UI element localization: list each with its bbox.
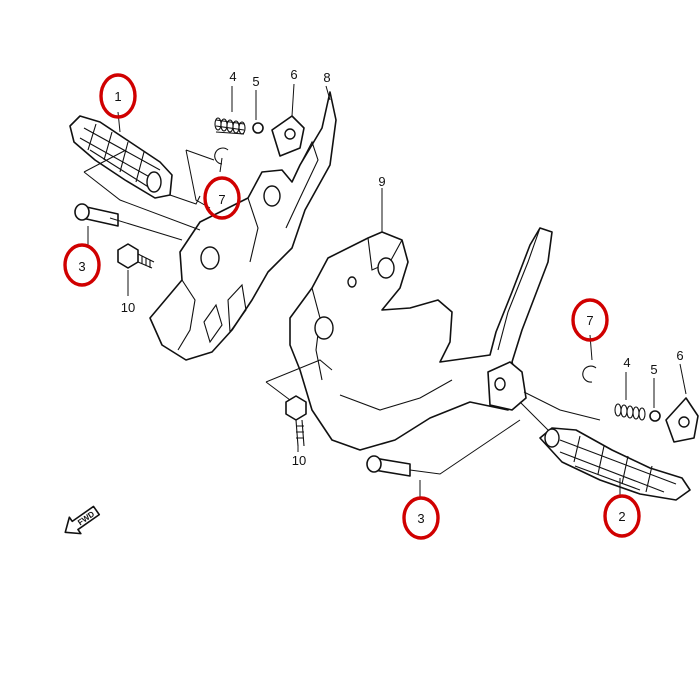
highlight-circle-1 xyxy=(99,73,137,119)
pin-part-3-left xyxy=(74,203,119,227)
fwd-direction-arrow: FWD xyxy=(64,505,101,535)
callout-label-4-right: 4 xyxy=(623,355,630,370)
leader-lines xyxy=(83,83,687,498)
callout-label-6-right: 6 xyxy=(676,348,683,363)
callout-label-4-left: 4 xyxy=(229,69,236,84)
ball-part-5-right xyxy=(649,410,661,422)
callout-label-3-right: 3 xyxy=(417,511,424,526)
right-hardware xyxy=(285,365,699,477)
highlight-circle-7-right xyxy=(571,298,609,342)
left-hardware xyxy=(74,115,305,269)
bolt-part-10-right xyxy=(285,395,307,447)
callout-label-10-right: 10 xyxy=(292,453,306,468)
pin-part-3-right xyxy=(366,455,411,477)
spring-part-4-right xyxy=(614,403,646,421)
callout-label-8: 8 xyxy=(323,70,330,85)
callout-label-9: 9 xyxy=(378,174,385,189)
callout-label-10-left: 10 xyxy=(121,300,135,315)
highlight-circles xyxy=(63,73,641,540)
left-footpeg xyxy=(69,115,201,205)
callout-label-2: 2 xyxy=(618,509,625,524)
highlight-circle-3-left xyxy=(63,243,101,287)
clip-part-7-right xyxy=(582,365,597,383)
callout-label-7-right: 7 xyxy=(586,313,593,328)
right-footrest-bracket xyxy=(289,227,553,451)
callouts: 1 2 3 3 4 4 5 5 6 6 7 7 8 9 10 10 xyxy=(78,67,683,526)
highlight-circle-2 xyxy=(603,494,641,538)
highlight-circle-7-left xyxy=(203,176,241,220)
callout-label-5-right: 5 xyxy=(650,362,657,377)
callout-label-5-left: 5 xyxy=(252,74,259,89)
right-footpeg xyxy=(539,427,691,501)
spring-part-4-left xyxy=(214,117,246,135)
ball-part-5-left xyxy=(252,122,264,134)
callout-label-6-left: 6 xyxy=(290,67,297,82)
highlight-circle-3-right xyxy=(402,496,440,540)
bolt-part-10-left xyxy=(117,243,155,269)
left-footrest-bracket xyxy=(149,91,337,361)
callout-label-1: 1 xyxy=(114,89,121,104)
callout-label-3-left: 3 xyxy=(78,259,85,274)
clip-part-7-left xyxy=(214,147,229,165)
callout-label-7-left: 7 xyxy=(218,192,225,207)
